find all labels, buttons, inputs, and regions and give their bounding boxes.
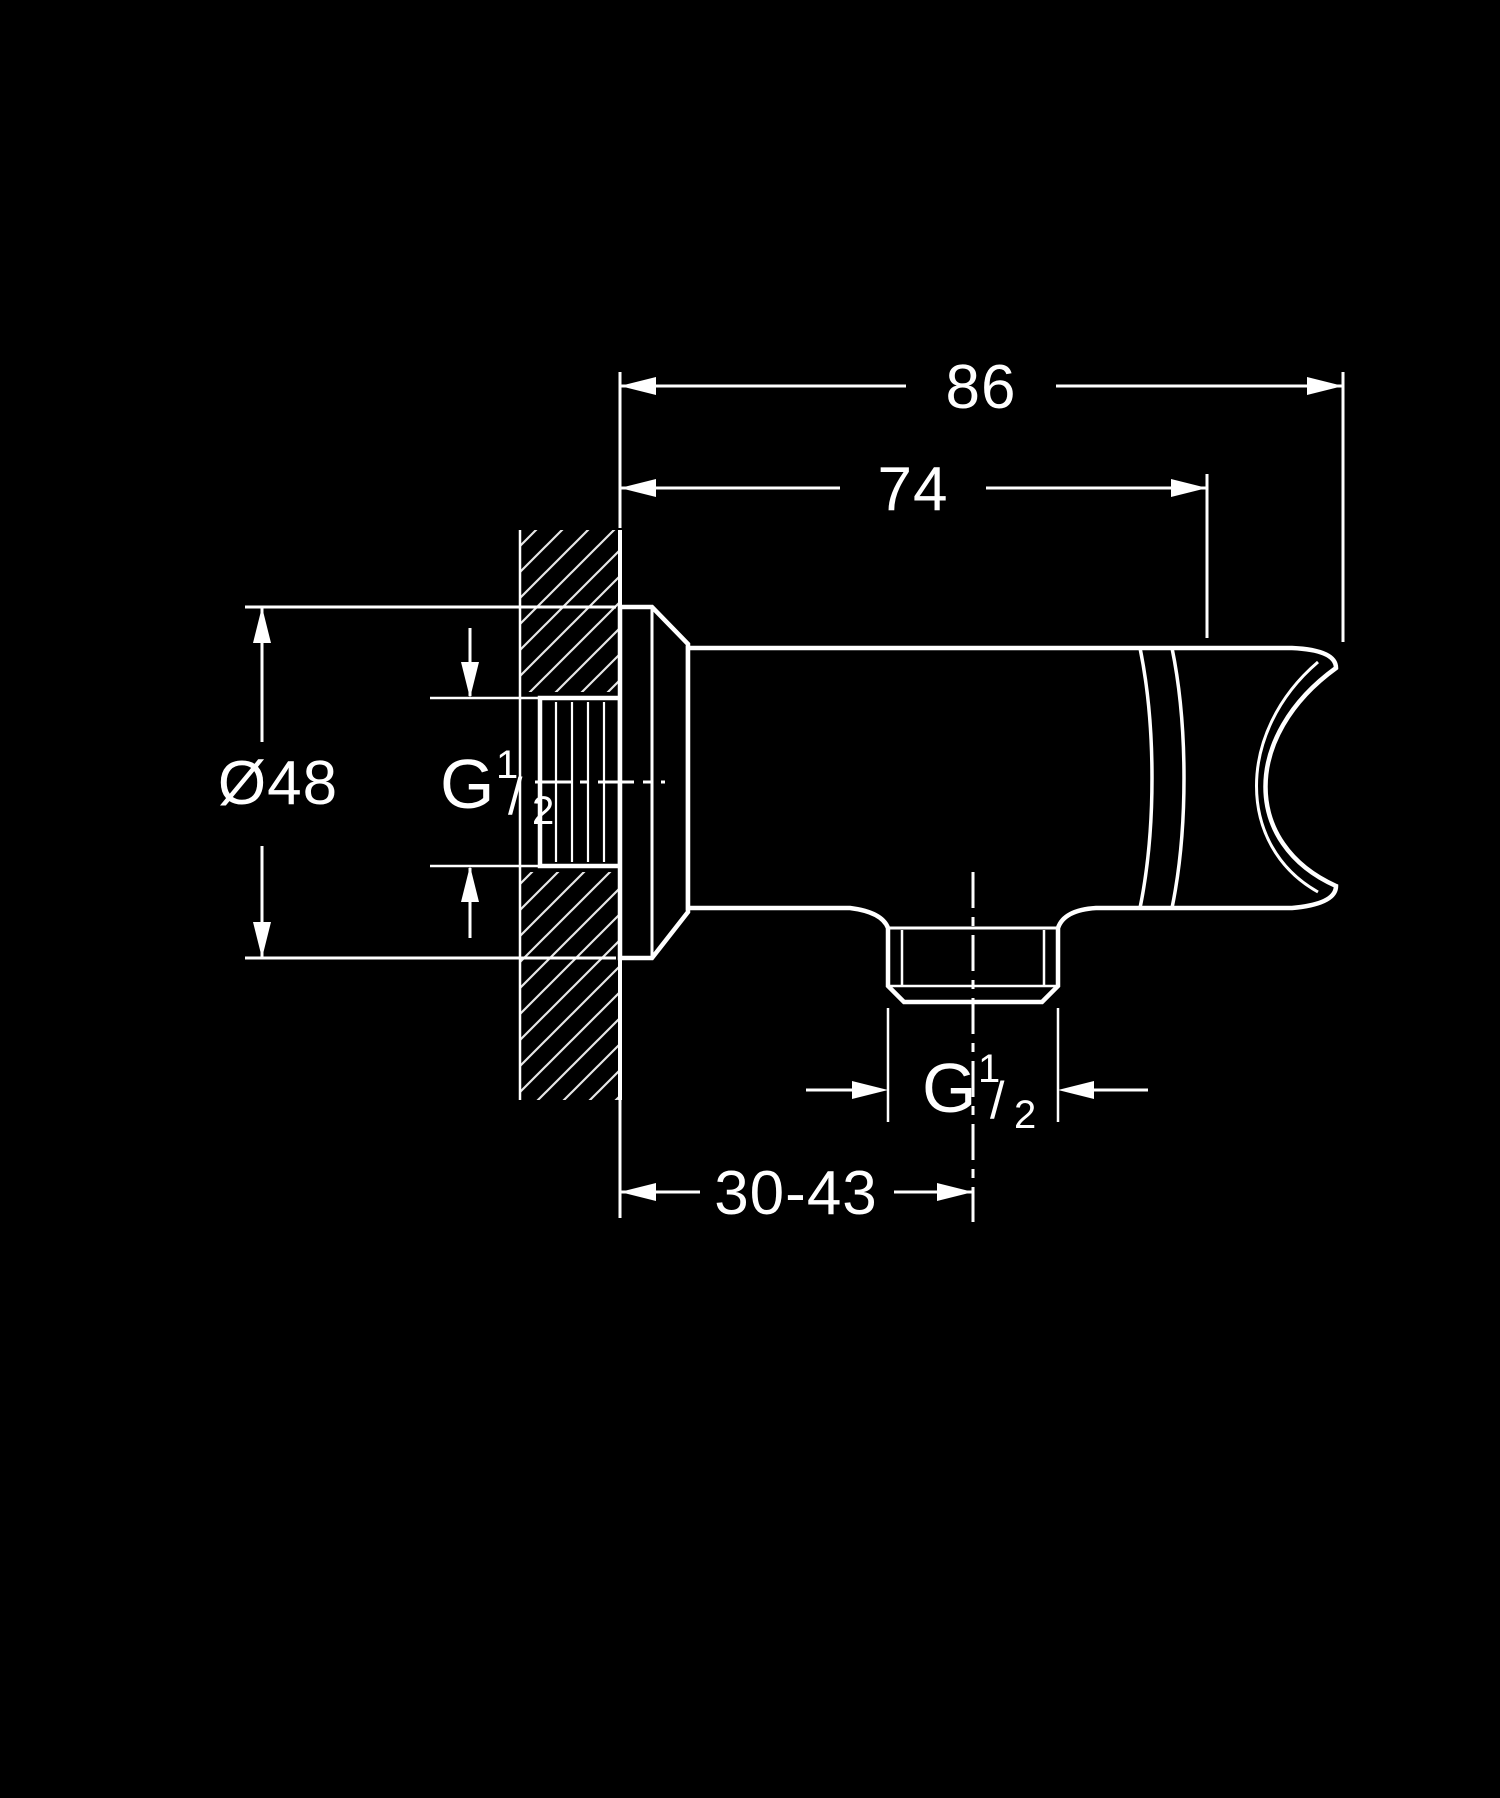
centerlines	[535, 780, 975, 1222]
thread-label-outlet: G 1 / 2	[806, 1008, 1148, 1137]
arrowhead-down	[461, 662, 479, 698]
arrowhead-up	[253, 607, 271, 643]
arrowhead-right	[937, 1183, 973, 1201]
arrowhead-left	[620, 479, 656, 497]
holder-junction-line	[1170, 647, 1186, 909]
arrowhead-right	[1171, 479, 1207, 497]
thread-letter: G	[440, 745, 495, 823]
thread-numerator: 1	[496, 743, 519, 787]
dimension-flange-diameter: Ø48	[218, 605, 616, 960]
arrowhead-up	[461, 866, 479, 902]
wall-section	[518, 530, 622, 1100]
holder-junction-line	[1138, 647, 1154, 909]
arrowhead-right	[1307, 377, 1343, 395]
wall-hatch-upper	[520, 530, 620, 692]
holder-cup-inner-contour	[1255, 660, 1319, 894]
arrowhead-left	[620, 1183, 656, 1201]
arrowhead-left	[620, 377, 656, 395]
arrowhead-left	[1058, 1081, 1094, 1099]
thread-label-inlet: G 1 / 2	[430, 628, 555, 938]
dimension-outlet-offset: 30-43	[618, 1100, 973, 1228]
dimension-value-86: 86	[946, 353, 1017, 422]
arrowhead-down	[253, 922, 271, 958]
elbow-body-and-holder	[685, 645, 1339, 1005]
thread-denominator: 2	[1014, 1093, 1037, 1137]
arrowhead-right	[852, 1081, 888, 1099]
dimension-overall-depth: 86	[618, 353, 1345, 642]
dimension-value-diameter: Ø48	[218, 749, 338, 818]
wall-hatch-lower	[520, 872, 620, 1100]
dimension-value-74: 74	[878, 455, 949, 524]
dimension-value-range: 30-43	[714, 1159, 878, 1228]
thread-slash: /	[508, 768, 523, 826]
body-holder-outline	[685, 645, 1339, 1005]
dimension-body-depth: 74	[620, 455, 1209, 638]
thread-letter: G	[922, 1049, 977, 1127]
thread-numerator: 1	[978, 1047, 1001, 1091]
thread-denominator: 2	[532, 789, 555, 833]
thread-slash: /	[990, 1072, 1005, 1130]
